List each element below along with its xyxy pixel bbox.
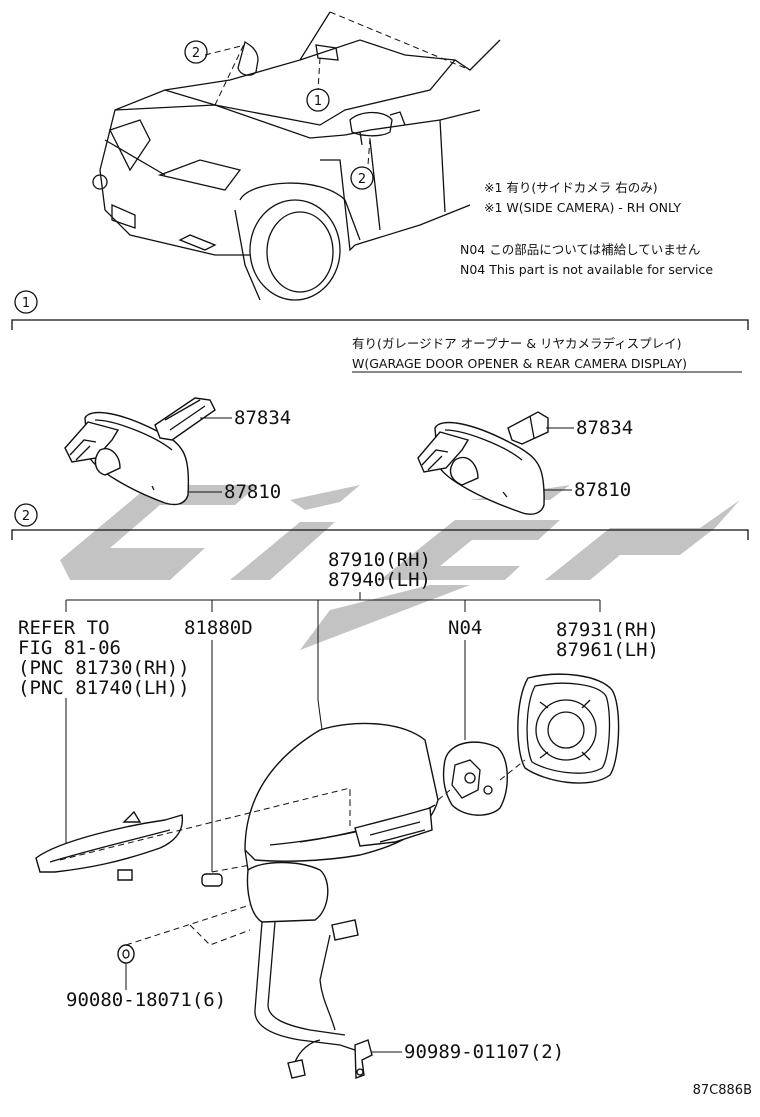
callout-2-section-label: 2 <box>22 509 30 524</box>
label-refer-3: (PNC 81730(RH)) <box>18 657 190 679</box>
note-side-camera-jp: ※1 有り(サイドカメラ 右のみ) <box>484 180 658 195</box>
mirror-cover-left <box>154 397 216 441</box>
clamp-part <box>354 1039 373 1079</box>
label-87834-left: 87834 <box>234 407 291 429</box>
figure-code: 87C886B <box>693 1083 752 1098</box>
callout-1-top: 1 <box>306 88 330 112</box>
note-n04-jp: N04 この部品については補給していません <box>460 242 700 257</box>
callout-1-section-label: 1 <box>22 296 30 311</box>
assembly-bracket <box>65 592 601 612</box>
mirror-cover-right <box>507 411 549 445</box>
nut-part <box>117 944 135 964</box>
inner-mirror-right <box>417 421 545 515</box>
label-glass-lh: 87961(LH) <box>556 639 659 661</box>
label-refer-2: FIG 81-06 <box>18 637 121 659</box>
callout-2-side-label: 2 <box>358 172 366 187</box>
label-87834-right: 87834 <box>576 417 633 439</box>
mirror-actuator <box>442 741 508 816</box>
note-side-camera-en: ※1 W(SIDE CAMERA) - RH ONLY <box>484 200 681 215</box>
vehicle-illustration <box>92 11 501 301</box>
label-clamp: 90989-01107(2) <box>404 1041 564 1063</box>
label-actuator: N04 <box>448 617 482 639</box>
section-2-header: 2 <box>11 503 749 540</box>
label-assy-lh: 87940(LH) <box>328 569 431 591</box>
section-1-option-jp: 有り(ガレージドア オープナー & リヤカメラディスプレイ) <box>352 336 682 351</box>
assembly-dashed-lines <box>59 759 526 946</box>
note-n04-en: N04 This part is not available for servi… <box>460 262 713 277</box>
outer-mirror-housing <box>244 722 439 923</box>
leader-assy <box>317 610 323 731</box>
label-refer-4: (PNC 81740(LH)) <box>18 677 190 699</box>
mirror-pad <box>201 873 223 887</box>
callout-2-top: 2 <box>184 40 208 64</box>
label-glass-rh: 87931(RH) <box>556 619 659 641</box>
mirror-glass <box>517 673 620 784</box>
section-1-option-en: W(GARAGE DOOR OPENER & REAR CAMERA DISPL… <box>352 356 687 371</box>
callout-1-top-label: 1 <box>314 94 322 109</box>
label-pad: 81880D <box>184 617 253 639</box>
wire-harness <box>254 919 359 1079</box>
label-87810-right: 87810 <box>574 479 631 501</box>
turn-signal-lamp <box>35 810 184 881</box>
watermark-logo <box>60 485 740 650</box>
section-1-header: 1 <box>11 290 749 330</box>
label-nut: 90080-18071(6) <box>66 989 226 1011</box>
callout-2-side: 2 <box>350 166 374 190</box>
label-assy-rh: 87910(RH) <box>328 549 431 571</box>
label-87810-left: 87810 <box>224 481 281 503</box>
callout-2-top-label: 2 <box>192 46 200 61</box>
label-refer-1: REFER TO <box>18 617 110 639</box>
